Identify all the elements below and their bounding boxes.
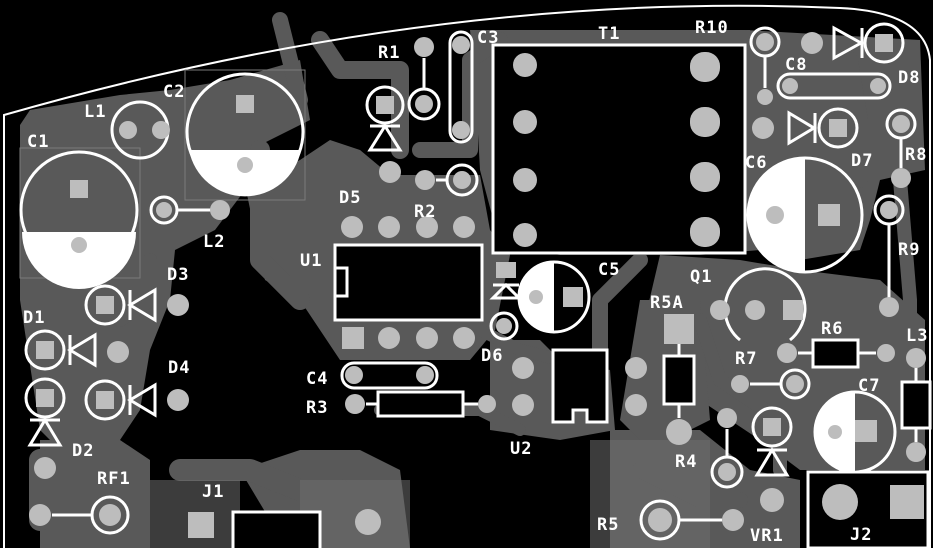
transformer-t1[interactable] <box>491 43 747 255</box>
keepout-areas <box>150 440 710 548</box>
label-r6: R6 <box>821 319 843 339</box>
capacitor-c4[interactable] <box>340 361 439 390</box>
capacitor-c3[interactable] <box>448 30 474 144</box>
label-l1: L1 <box>84 102 106 122</box>
label-r5a: R5A <box>650 293 684 313</box>
label-r3: R3 <box>306 398 328 418</box>
label-r5: R5 <box>597 515 619 535</box>
board-outline <box>3 4 931 548</box>
label-c6: C6 <box>745 153 767 173</box>
diode-d1[interactable] <box>24 329 129 371</box>
resistor-r5a[interactable] <box>625 314 696 445</box>
resistor-r9[interactable] <box>873 194 905 317</box>
resistor-r6[interactable] <box>777 338 895 369</box>
label-t1: T1 <box>598 24 620 44</box>
diode-d8[interactable] <box>801 22 905 64</box>
resistor-r8[interactable] <box>885 108 917 188</box>
label-l2: L2 <box>203 232 225 252</box>
transistor-q1[interactable] <box>710 267 807 342</box>
label-vr1: VR1 <box>750 526 784 546</box>
capacitor-c7[interactable] <box>813 390 897 474</box>
label-d5: D5 <box>339 188 361 208</box>
label-q1: Q1 <box>690 267 712 287</box>
label-r2: R2 <box>414 202 436 222</box>
capacitor-c8[interactable] <box>776 72 892 100</box>
label-c4: C4 <box>306 369 328 389</box>
capacitor-c6[interactable] <box>746 156 864 274</box>
label-r7: R7 <box>735 349 757 369</box>
connector-j1[interactable] <box>188 509 381 548</box>
diode-d2[interactable] <box>24 377 66 479</box>
capacitor-c1[interactable] <box>19 147 141 289</box>
zener-vr1[interactable] <box>751 406 793 512</box>
regulator-u2[interactable] <box>512 348 609 424</box>
resistor-r7[interactable] <box>731 368 811 400</box>
label-d8: D8 <box>898 68 920 88</box>
label-u1: U1 <box>300 251 322 271</box>
label-u2: U2 <box>510 439 532 459</box>
label-r4: R4 <box>675 452 697 472</box>
label-j1: J1 <box>202 482 224 502</box>
resistor-r4[interactable] <box>710 408 744 489</box>
label-c8: C8 <box>785 55 807 75</box>
label-r9: R9 <box>898 240 920 260</box>
label-d6: D6 <box>481 346 503 366</box>
label-d7: D7 <box>851 151 873 171</box>
inductor-l3[interactable] <box>900 348 932 462</box>
label-d3: D3 <box>167 265 189 285</box>
connector-j2[interactable] <box>806 470 930 548</box>
label-c3: C3 <box>477 28 499 48</box>
diode-d7[interactable] <box>752 107 859 149</box>
label-r1: R1 <box>378 43 400 63</box>
label-l3: L3 <box>906 326 928 346</box>
resistor-r1[interactable] <box>407 37 441 121</box>
inductor-l1[interactable] <box>110 100 170 160</box>
diode-d6[interactable] <box>489 262 523 341</box>
label-d2: D2 <box>72 441 94 461</box>
capacitor-c5[interactable] <box>517 260 591 334</box>
inductor-l2[interactable] <box>149 195 230 225</box>
label-j2: J2 <box>850 525 872 545</box>
label-c7: C7 <box>858 376 880 396</box>
label-c5: C5 <box>598 260 620 280</box>
resistor-r3[interactable] <box>345 390 496 418</box>
diode-d3[interactable] <box>84 284 189 326</box>
label-d4: D4 <box>168 358 190 378</box>
capacitor-c2[interactable] <box>184 69 306 201</box>
resistor-r10[interactable] <box>749 26 781 105</box>
label-d1: D1 <box>23 308 45 328</box>
fuse-rf1[interactable] <box>29 495 130 535</box>
diode-d5-small[interactable] <box>365 85 405 183</box>
designator-labels: C1 L1 C2 L2 D3 D1 D4 D2 RF1 J1 R1 C3 T1 … <box>23 18 928 546</box>
resistor-r2[interactable] <box>415 163 479 197</box>
label-r8: R8 <box>905 145 927 165</box>
ic-u1[interactable] <box>333 216 484 349</box>
label-r10: R10 <box>695 18 729 38</box>
resistor-r5[interactable] <box>639 499 744 541</box>
diode-d4[interactable] <box>84 379 189 421</box>
label-c1: C1 <box>27 132 49 152</box>
label-c2: C2 <box>163 82 185 102</box>
label-rf1: RF1 <box>97 469 131 489</box>
